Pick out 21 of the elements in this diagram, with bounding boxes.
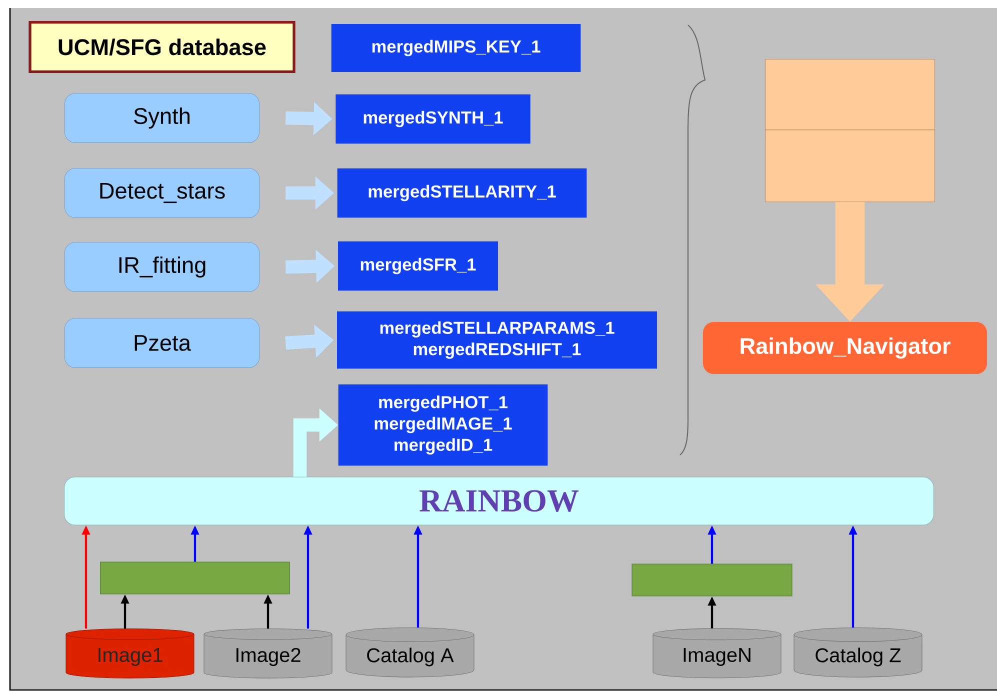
- table-box: mergedSYNTH_1: [336, 94, 530, 144]
- table-box: mergedMIPS_KEY_1: [331, 24, 581, 72]
- table-box: mergedSTELLARPARAMS_1 mergedREDSHIFT_1: [337, 311, 657, 369]
- rainbow-bar: RAINBOW: [64, 476, 934, 526]
- table-box: mergedSTELLARITY_1: [337, 168, 587, 218]
- image-cylinder: Image1: [66, 628, 194, 678]
- process-box: Detect_stars: [64, 168, 260, 218]
- extractor-box: [100, 562, 290, 594]
- process-box: Pzeta: [64, 318, 260, 368]
- table-box: mergedPHOT_1 mergedIMAGE_1 mergedID_1: [338, 384, 548, 466]
- catalog-cylinder: Catalog A: [346, 627, 474, 678]
- catalog-cylinder: Catalog Z: [794, 628, 922, 678]
- title-box: UCM/SFG database: [28, 21, 296, 73]
- extractor-box: [632, 564, 792, 596]
- process-box: IR_fitting: [64, 242, 260, 292]
- table-box: mergedSFR_1: [338, 241, 498, 291]
- database-cylinder: [765, 130, 935, 202]
- catalog-cylinder: Image2: [204, 628, 332, 678]
- process-box: Synth: [64, 93, 260, 143]
- catalog-cylinder: ImageN: [652, 628, 782, 678]
- navigator-box: Rainbow_Navigator: [703, 322, 987, 374]
